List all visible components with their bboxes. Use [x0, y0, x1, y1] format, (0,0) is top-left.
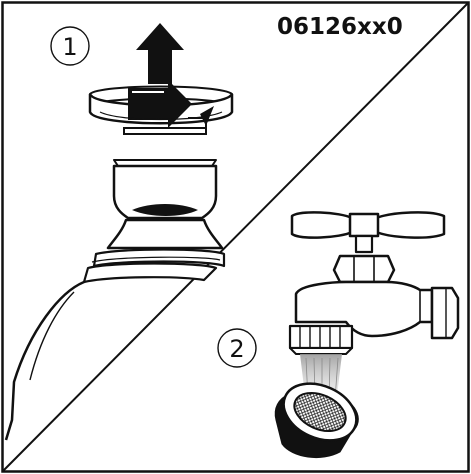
- step-1-label: 1: [50, 26, 90, 66]
- product-code: 06126xx0: [277, 14, 403, 40]
- rotate-arrow-icon: [88, 80, 234, 135]
- step-1-number: 1: [62, 33, 77, 61]
- step-2-circle: [217, 328, 257, 368]
- water-stream-lines: [305, 357, 339, 401]
- aerator-icon: [274, 382, 359, 458]
- up-arrow-icon: [136, 23, 184, 84]
- step-1-circle: [50, 26, 90, 66]
- bottle-icon: [4, 159, 226, 441]
- faucet-icon: [288, 211, 460, 355]
- step-2-label: 2: [217, 328, 257, 368]
- step-2-number: 2: [229, 335, 244, 363]
